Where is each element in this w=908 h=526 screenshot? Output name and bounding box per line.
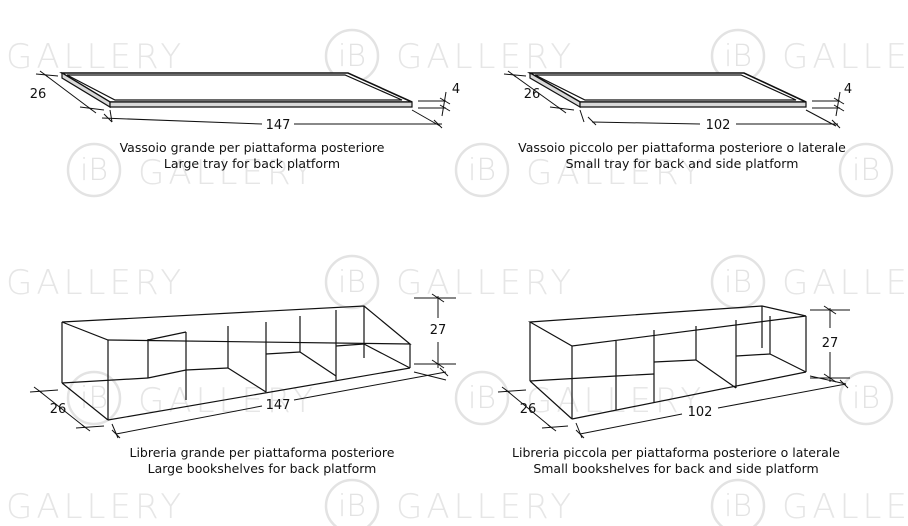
dimension-label: 4 <box>844 82 852 97</box>
watermark-row-2: iB GALLERY iB GALLERY iB <box>66 142 894 198</box>
caption-english: Small tray for back and side platform <box>565 156 799 171</box>
watermark-logo-text: iB <box>468 381 496 416</box>
tray-small-length-dim: 102 <box>579 109 841 133</box>
tray-rim <box>66 74 403 101</box>
shelf-large-length-dim: 147 <box>111 367 449 439</box>
shelf-small-height-dim: 27 <box>810 305 850 383</box>
watermark-logo-text: iB <box>80 381 108 416</box>
watermark-logo-text: iB <box>338 265 366 300</box>
watermark-logo-text: iB <box>852 153 880 188</box>
shelf-top-outline <box>527 305 807 347</box>
shelf-small-length-dim: 102 <box>575 375 849 439</box>
shelf-large-caption: Libreria grande per piattaforma posterio… <box>62 445 462 477</box>
tray-large-length-dim: 147 <box>101 109 443 133</box>
caption-italian: Vassoio piccolo per piattaforma posterio… <box>518 140 846 155</box>
dimension-label: 147 <box>266 398 291 413</box>
tray-front-face <box>109 101 413 108</box>
shelf-compartments <box>61 310 411 400</box>
caption-italian: Libreria piccola per piattaforma posteri… <box>512 445 840 460</box>
watermark-word: GALLERY <box>396 263 575 303</box>
watermark-logo-icon <box>66 370 122 426</box>
shelf-compartments <box>529 316 807 410</box>
watermark-layer: GALLERY iB GALLERY iB GALLERY iB GALLERY… <box>6 28 908 526</box>
caption-english: Large bookshelves for back platform <box>147 461 377 476</box>
shelf-small-depth-dim: 26 <box>497 386 569 432</box>
tray-small-drawing: 26 102 4 <box>503 70 852 133</box>
watermark-logo-icon <box>454 142 510 198</box>
dimension-label: 26 <box>50 402 67 417</box>
dimension-label: 26 <box>30 87 47 102</box>
dimension-label: 26 <box>524 87 541 102</box>
watermark-logo-text: iB <box>80 153 108 188</box>
dimension-label: 27 <box>430 323 447 338</box>
watermark-word: GALLERY <box>396 487 575 526</box>
shelf-small-drawing: 27 26 102 <box>497 305 850 439</box>
watermark-logo-icon <box>324 478 380 526</box>
tray-large-caption: Vassoio grande per piattaforma posterior… <box>52 140 452 172</box>
watermark-logo-icon <box>324 254 380 310</box>
shelf-large-depth-dim: 26 <box>29 386 105 432</box>
watermark-row-4: iB GALLERY iB GALLERY iB <box>66 370 894 426</box>
tray-small-caption: Vassoio piccolo per piattaforma posterio… <box>482 140 882 172</box>
watermark-logo-icon <box>838 142 894 198</box>
watermark-logo-text: iB <box>852 381 880 416</box>
watermark-logo-text: iB <box>338 489 366 524</box>
shelf-small-caption: Libreria piccola per piattaforma posteri… <box>476 445 876 477</box>
tray-top-surface <box>59 72 413 103</box>
dimension-label: 27 <box>822 336 839 351</box>
watermark-row-5: GALLERY iB GALLERY iB GALLERY <box>6 478 908 526</box>
watermark-logo-text: iB <box>724 39 752 74</box>
watermark-word: GALLERY <box>6 37 185 77</box>
watermark-word: GALLERY <box>526 381 705 421</box>
caption-italian: Vassoio grande per piattaforma posterior… <box>119 140 385 155</box>
watermark-logo-icon <box>66 142 122 198</box>
watermark-word: GALLERY <box>782 487 908 526</box>
tray-small-height-dim: 4 <box>812 82 852 117</box>
tray-large-depth-dim: 26 <box>30 70 105 114</box>
tray-large-height-dim: 4 <box>418 82 460 117</box>
watermark-word: GALLERY <box>526 153 705 193</box>
watermark-logo-icon <box>838 370 894 426</box>
watermark-word: GALLERY <box>396 37 575 77</box>
watermark-row-3: GALLERY iB GALLERY iB GALLERY <box>6 254 908 310</box>
tray-large-drawing: 26 147 4 <box>30 70 460 133</box>
shelf-top-outline <box>61 305 412 345</box>
watermark-logo-text: iB <box>338 39 366 74</box>
caption-english: Small bookshelves for back and side plat… <box>533 461 819 476</box>
watermark-logo-text: iB <box>724 489 752 524</box>
watermark-row-1: GALLERY iB GALLERY iB GALLERY <box>6 28 908 84</box>
dimension-label: 147 <box>266 118 291 133</box>
shelf-large-drawing: 27 26 147 <box>29 293 456 439</box>
watermark-logo-text: iB <box>468 153 496 188</box>
shelf-large-height-dim: 27 <box>414 293 456 369</box>
watermark-logo-icon <box>710 478 766 526</box>
dimension-label: 4 <box>452 82 460 97</box>
watermark-logo-icon <box>454 370 510 426</box>
caption-english: Large tray for back platform <box>163 156 341 171</box>
watermark-word: GALLERY <box>782 263 908 303</box>
dimension-label: 26 <box>520 402 537 417</box>
caption-italian: Libreria grande per piattaforma posterio… <box>129 445 395 460</box>
watermark-word: GALLERY <box>138 153 317 193</box>
watermark-word: GALLERY <box>782 37 908 77</box>
tray-front-face <box>579 101 807 108</box>
watermark-word: GALLERY <box>6 487 185 526</box>
watermark-word: GALLERY <box>6 263 185 303</box>
dimension-label: 102 <box>688 405 713 420</box>
tray-rim <box>534 74 797 101</box>
dimension-label: 102 <box>706 118 731 133</box>
watermark-word: GALLERY <box>138 381 317 421</box>
tray-small-depth-dim: 26 <box>503 70 575 114</box>
watermark-logo-text: iB <box>724 265 752 300</box>
